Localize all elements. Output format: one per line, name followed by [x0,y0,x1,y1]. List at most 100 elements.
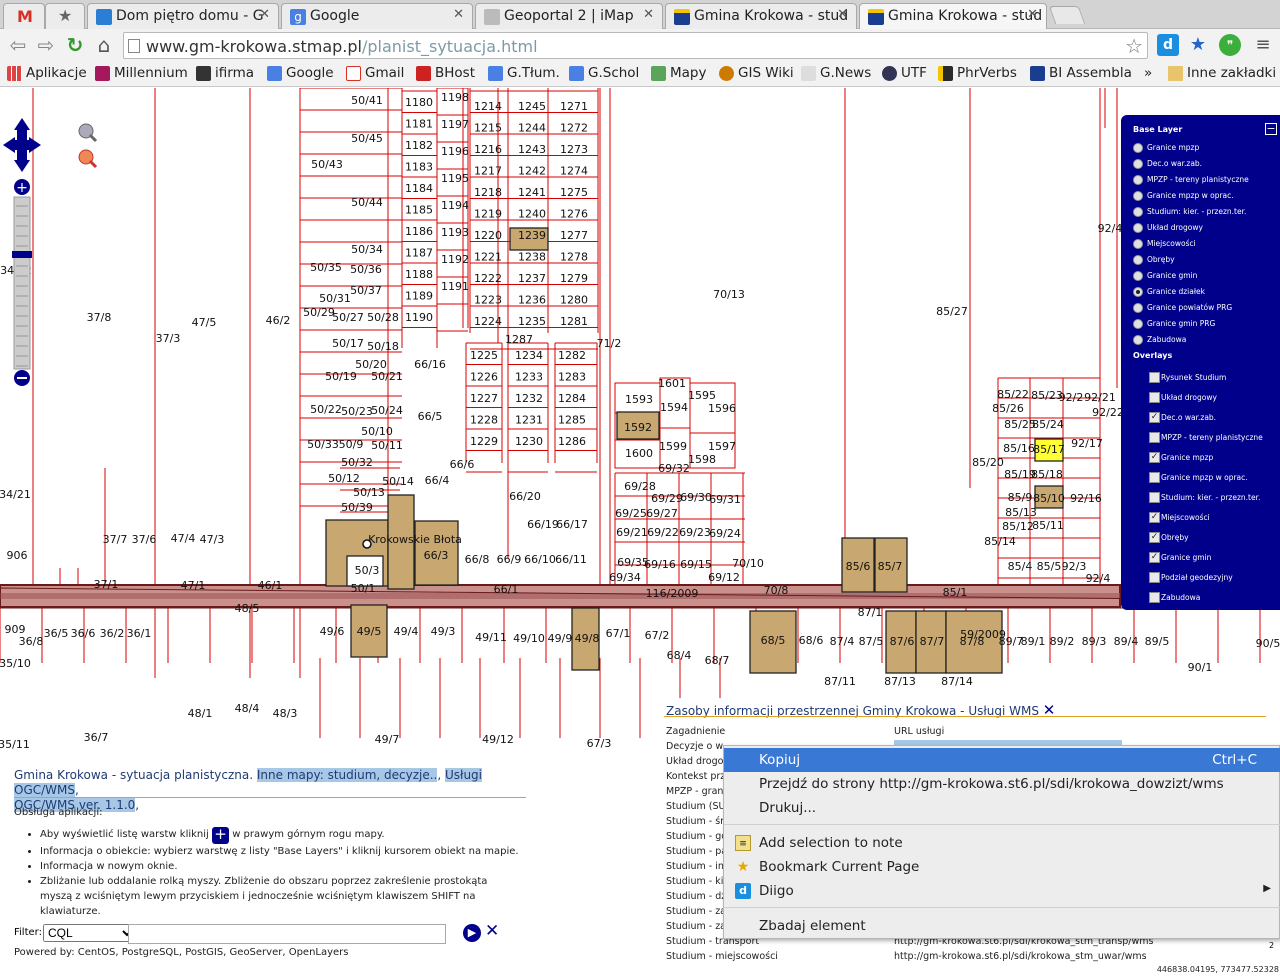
tab-google[interactable]: g Google ✕ [281,3,473,29]
overlay-8[interactable]: ✓Obręby [1149,532,1189,547]
radio-button[interactable] [1133,207,1143,217]
pan-down-icon[interactable] [14,160,30,172]
bookmark-star-icon[interactable]: ☆ [1125,34,1143,58]
bookmarks-overflow[interactable]: » [1144,65,1153,81]
minimize-layer-switcher-button[interactable]: − [1265,122,1277,135]
overlay-11[interactable]: Zabudowa [1149,592,1200,607]
forward-button[interactable]: ⇨ [34,33,58,57]
overlay-10[interactable]: Podział geodezyjny [1149,572,1233,587]
close-icon[interactable]: ✕ [837,7,848,22]
bookmark-mapy[interactable]: Mapy [651,65,706,81]
checkbox[interactable] [1149,472,1160,483]
pan-control[interactable] [3,118,41,172]
overlay-2[interactable]: ✓Dec.o war.zab. [1149,412,1216,427]
close-icon[interactable]: ✕ [259,7,270,22]
new-tab-button[interactable] [1048,6,1086,24]
base-layer-9[interactable]: Granice działek [1133,287,1205,301]
bookmark-gtlum[interactable]: G.Tłum. [488,65,560,81]
overlay-6[interactable]: Studium: kier. - przezn.ter. [1149,492,1260,507]
clear-filter-icon[interactable]: ✕ [485,921,500,941]
radio-button[interactable] [1133,159,1143,169]
zoom-box-icon[interactable] [78,149,94,165]
overlay-7[interactable]: ✓Miejscowości [1149,512,1210,527]
menu-item-inspect[interactable]: Zbadaj element [759,918,866,934]
menu-item-print[interactable]: Drukuj... [759,800,817,816]
tab-bookmark[interactable]: ★ [45,3,85,29]
tab-dom[interactable]: Dom piętro domu - G ✕ [87,3,279,29]
service-row[interactable]: Studium - in [666,861,724,872]
overlay-5[interactable]: Granice mpzp w oprac. [1149,472,1248,487]
radio-button[interactable] [1133,271,1143,281]
link-ogc-wms-version[interactable]: OGC/WMS ver. 1.1.0 [14,798,136,812]
diigo-icon[interactable]: d [1157,34,1179,56]
zoom-slider[interactable]: + [12,178,32,388]
service-row[interactable]: Decyzje o w [666,741,724,752]
zoom-tools[interactable] [74,122,100,170]
base-layer-5[interactable]: Układ drogowy [1133,223,1203,237]
menu-item-bookmark-page[interactable]: ★Bookmark Current Page [736,859,920,875]
checkbox[interactable]: ✓ [1149,412,1160,423]
radio-button[interactable] [1133,255,1143,265]
service-row[interactable]: Kontekst prz [666,771,726,782]
checkbox[interactable]: ✓ [1149,512,1160,523]
checkbox[interactable] [1149,572,1160,583]
base-layer-8[interactable]: Granice gmin [1133,271,1197,285]
service-url[interactable]: http://gm-krokowa.st6.pl/sdi/krokowa_stm… [894,936,1154,947]
pan-up-icon[interactable] [14,118,30,130]
service-row[interactable]: Studium - ki [666,876,724,887]
base-layer-10[interactable]: Granice powiatów PRG [1133,303,1232,317]
link-other-maps[interactable]: Inne mapy: studium, decyzje.. [256,768,438,782]
base-layer-12[interactable]: Zabudowa [1133,335,1186,349]
filter-type-select[interactable]: CQL [43,924,136,942]
bookmark-gnews[interactable]: G.News [801,65,871,81]
parcel-map[interactable]: 1180118111821183118411851186118711881189… [0,88,1280,763]
checkbox[interactable] [1149,592,1160,603]
menu-item-open-link[interactable]: Przejdź do strony http://gm-krokowa.st6.… [759,776,1224,792]
checkbox[interactable] [1149,392,1160,403]
apply-filter-icon[interactable]: ▶ [463,924,481,942]
bookmark-gmail[interactable]: Gmail [346,65,404,81]
bookmark-other[interactable]: Inne zakładki [1168,65,1276,81]
service-row[interactable]: Studium - miejscowości [666,951,778,962]
radio-button[interactable] [1133,335,1143,345]
extension-icon[interactable]: ❞ [1219,34,1241,56]
service-row[interactable]: Studium - dz [666,891,727,902]
bookmark-ifirma[interactable]: ifirma [196,65,254,81]
tab-geoportal[interactable]: Geoportal 2 | iMap ✕ [475,3,663,29]
service-row[interactable]: Studium (SU [666,801,726,812]
checkbox[interactable]: ✓ [1149,532,1160,543]
bookmarks-star-icon[interactable]: ★ [1189,34,1207,55]
bookmark-biassembla[interactable]: BI Assembla [1030,65,1132,81]
checkbox[interactable] [1149,372,1160,383]
radio-button[interactable] [1133,223,1143,233]
checkbox[interactable]: ✓ [1149,552,1160,563]
checkbox[interactable]: ✓ [1149,452,1160,463]
close-icon[interactable]: ✕ [453,7,464,22]
service-row[interactable]: Studium - go [666,831,728,842]
service-row[interactable]: Studium - za [666,906,726,917]
filter-input[interactable] [128,924,446,944]
service-url[interactable]: http://gm-krokowa.st6.pl/sdi/krokowa_stm… [894,951,1147,962]
bookmark-millennium[interactable]: Millennium [95,65,188,81]
overlay-0[interactable]: Rysunek Studium [1149,372,1226,387]
base-layer-3[interactable]: Granice mpzp w oprac. [1133,191,1234,205]
radio-button[interactable] [1133,143,1143,153]
bookmark-google[interactable]: Google [267,65,334,81]
radio-button[interactable] [1133,287,1143,297]
overlay-1[interactable]: Układ drogowy [1149,392,1217,407]
zoom-extent-icon[interactable] [78,123,94,139]
close-icon[interactable]: ✕ [1027,7,1038,22]
base-layer-4[interactable]: Studium: kier. - przezn.ter. [1133,207,1246,221]
bookmark-phrverbs[interactable]: PhrVerbs [938,65,1017,81]
service-row[interactable]: Studium - śr [666,816,725,827]
service-row[interactable]: Studium - za [666,921,726,932]
checkbox[interactable] [1149,492,1160,503]
base-layer-0[interactable]: Granice mpzp [1133,143,1199,157]
close-icon[interactable]: ✕ [1042,701,1056,719]
bookmark-giswiki[interactable]: GIS Wiki [719,65,794,81]
base-layer-2[interactable]: MPZP - tereny planistyczne [1133,175,1249,189]
overlay-3[interactable]: MPZP - tereny planistyczne [1149,432,1263,447]
